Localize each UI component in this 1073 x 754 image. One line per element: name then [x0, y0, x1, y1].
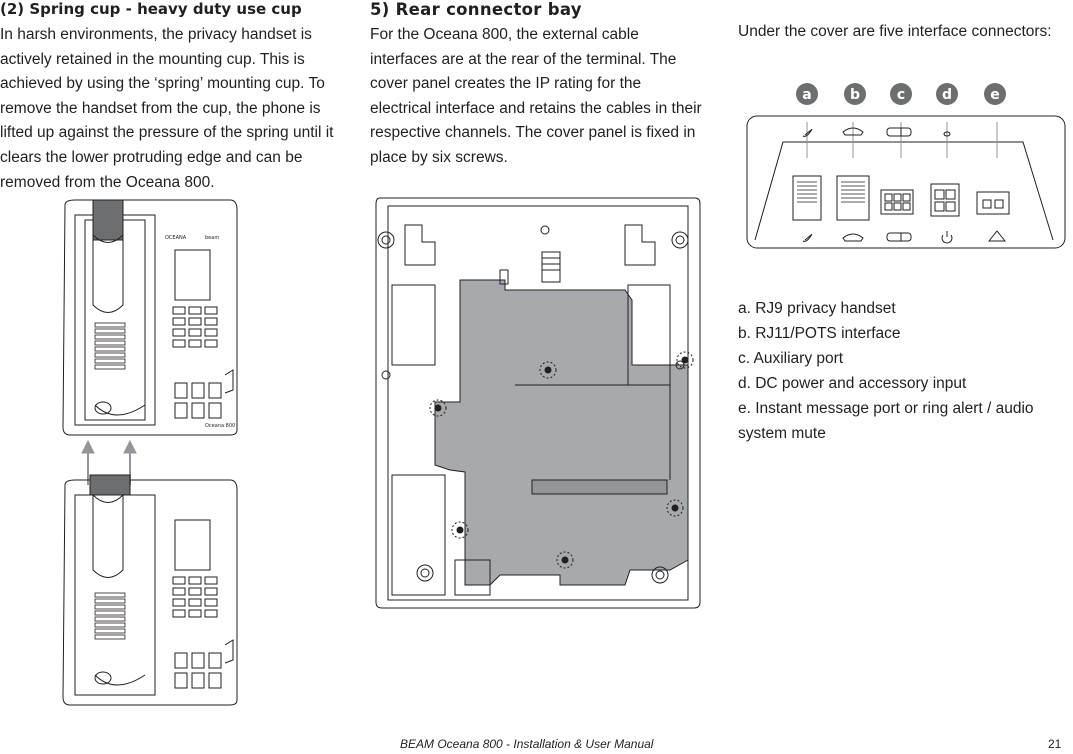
connector-panel-diagram: a b c d e: [746, 83, 1066, 249]
lift-arrow-icon: [81, 439, 137, 485]
badge-d: d: [942, 87, 952, 103]
phone-bottom: [62, 474, 238, 706]
list-item: e. Instant message port or ring alert / …: [738, 400, 1034, 442]
badge-b: b: [850, 87, 860, 103]
phone-icon: [842, 127, 864, 136]
spring-cup-illustration: OCEANA beam Oceana 800: [62, 199, 238, 706]
phone-icon: [842, 233, 864, 242]
cover-panel: [434, 279, 689, 586]
rear-bay-illustration: [375, 197, 701, 609]
rear-connector-heading: 5) Rear connector bay: [370, 0, 582, 19]
connector-badges: a b c d e: [796, 83, 1006, 105]
dc-power-connector: [930, 183, 960, 217]
model-label: Oceana 800: [205, 423, 235, 429]
brand-label: OCEANA: [165, 235, 187, 241]
rj11-connector: [836, 175, 870, 221]
connector-list: a. RJ9 privacy handset b. RJ11/POTS inte…: [738, 296, 1068, 446]
spring-cup-paragraph: In harsh environments, the privacy hands…: [0, 26, 334, 191]
alert-icon: [987, 230, 1007, 242]
maker-label: beam: [205, 235, 219, 241]
badge-a: a: [802, 87, 811, 103]
aux-connector: [880, 189, 914, 215]
list-item: a. RJ9 privacy handset: [738, 300, 896, 317]
connectors-intro: Under the cover are five interface conne…: [738, 23, 1052, 40]
aux-port-icon: [886, 127, 912, 137]
badge-c: c: [897, 87, 905, 103]
list-item: c. Auxiliary port: [738, 350, 844, 367]
rj9-connector: [792, 175, 822, 221]
footer-title: BEAM Oceana 800 - Installation & User Ma…: [400, 737, 654, 751]
list-item: d. DC power and accessory input: [738, 375, 967, 392]
power-icon: [941, 231, 953, 244]
list-item: b. RJ11/POTS interface: [738, 325, 901, 342]
handset-icon: [802, 128, 813, 137]
phone-top: [62, 199, 238, 436]
aux-port-icon: [886, 232, 912, 242]
page-number: 21: [1048, 737, 1062, 751]
badge-e: e: [990, 87, 1000, 103]
rear-connector-paragraph: For the Oceana 800, the external cable i…: [370, 26, 702, 166]
handset-icon: [802, 233, 813, 242]
spring-cup-heading: (2) Spring cup - heavy duty use cup: [0, 0, 302, 18]
message-port-connector: [976, 191, 1010, 215]
